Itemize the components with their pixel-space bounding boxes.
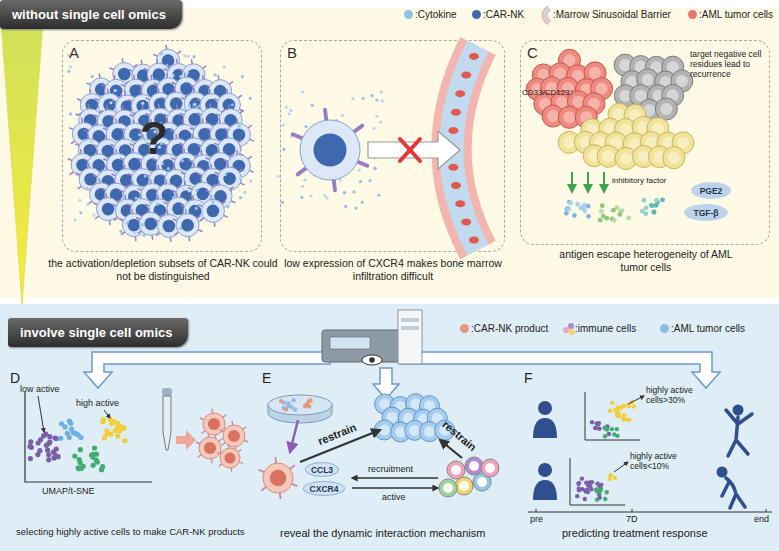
node-heading: TGF-β — [684, 204, 728, 221]
node-caption: the activation/depletion subsets of CAR-… — [47, 257, 279, 283]
legend-item: :immune cells — [562, 323, 636, 334]
legend-text: :Cytokine — [415, 9, 457, 20]
factor-ellipse: TGF-β — [684, 204, 728, 221]
figure-label: reveal the dynamic interaction mechanism — [280, 527, 485, 540]
figure-label: CD33/CD123↑ — [522, 88, 574, 97]
figure-label: active — [382, 492, 406, 502]
factor-ellipse: CCL3 — [305, 462, 339, 477]
legend-swatch — [688, 10, 697, 19]
legend-swatch — [460, 324, 469, 333]
legend-item: :AML tumor cells — [660, 323, 745, 334]
figure-label: ? — [140, 112, 168, 165]
figure-label: recruitment — [368, 464, 413, 474]
figure-label: 7D — [626, 514, 638, 524]
legend-item: :CAR-NK product — [460, 323, 548, 334]
legend-text: :CAR-NK product — [471, 323, 548, 334]
figure-label: target negative cell residues lead to re… — [690, 50, 768, 79]
figure-label: high active — [76, 398, 119, 408]
node-caption: antigen escape heterogeneity of AML tumo… — [551, 248, 741, 274]
figure-label: UMAP/t-SNE — [42, 486, 95, 496]
figure-label: highly active cells<10% — [630, 452, 710, 472]
legend-item: :CAR-NK — [472, 9, 524, 20]
legend-text: :CAR-NK — [483, 9, 524, 20]
legend-swatch — [472, 10, 481, 19]
figure-label: end — [754, 514, 769, 524]
figure-label: D — [10, 370, 20, 386]
node-heading: A — [69, 44, 79, 61]
legend-swatch — [404, 10, 413, 19]
node-heading: CXCR4 — [304, 482, 344, 495]
factor-ellipse: PGE2 — [691, 182, 731, 199]
node-heading: without single cell omics — [0, 0, 182, 29]
node-caption: low expression of CXCR4 makes bone marro… — [277, 257, 509, 283]
factor-ellipse: CXCR4 — [303, 481, 345, 496]
figure-label: predicting treatment response — [562, 527, 708, 540]
figure-label: selecting highly active cells to make CA… — [16, 527, 245, 538]
legend-item: :AML tumor cells — [688, 9, 773, 20]
figure-label: highly active cells>30% — [646, 386, 726, 406]
legend-swatch — [660, 324, 669, 333]
legend-item: :Marrow Sinusoidal Barrier — [540, 9, 671, 20]
figure-label: low active — [20, 384, 60, 394]
legend-text: :AML tumor cells — [699, 9, 773, 20]
figure-label: F — [524, 370, 533, 386]
legend-text: :Marrow Sinusoidal Barrier — [553, 9, 671, 20]
node-heading: B — [287, 44, 297, 61]
section-band: without single cell omicsAthe activation… — [0, 8, 779, 298]
section-band: involve single cell omicsCCL3CXCR4 — [0, 304, 779, 551]
figure-label: E — [262, 370, 271, 386]
legend-item: :Cytokine — [404, 9, 457, 20]
node-heading: PGE2 — [691, 182, 731, 199]
figure-label: inhibitory factor — [612, 176, 666, 185]
node-heading: CCL3 — [306, 463, 338, 476]
dashed-panel: Blow expression of CXCR4 makes bone marr… — [280, 40, 505, 252]
node-heading: C — [527, 44, 538, 61]
node-heading: involve single cell omics — [8, 318, 188, 347]
dashed-panel: Cantigen escape heterogeneity of AML tum… — [520, 40, 770, 245]
legend-text: :immune cells — [575, 323, 636, 334]
figure-label: pre — [530, 514, 543, 524]
legend-text: :AML tumor cells — [671, 323, 745, 334]
